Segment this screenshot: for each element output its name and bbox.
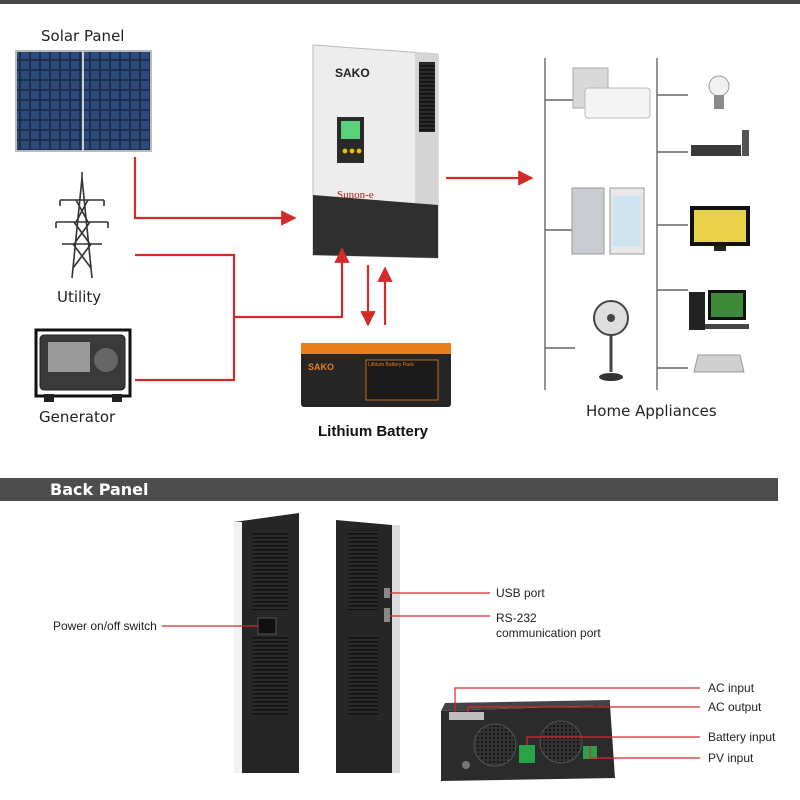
fan-icon [593,300,629,381]
generator-label: Generator [39,408,116,426]
top-divider [0,0,800,4]
light-bulb-icon [708,75,730,109]
home-appliances-label: Home Appliances [586,402,717,420]
power-switch-label: Power on/off switch [53,619,157,633]
laptop-icon [693,354,745,373]
rs232-label-line1: RS-232 [496,611,537,625]
battery-brand: SAKO [308,362,335,372]
battery-unit [301,343,451,407]
air-conditioner-icon [572,67,651,119]
battery-label: Lithium Battery [318,423,429,440]
ac-input-label: AC input [708,681,755,695]
flow-arrows [133,157,534,382]
dvd-player-icon [691,130,749,156]
battery-terminal-icon [519,745,535,763]
solar-panel-icon [15,50,152,152]
back-panel-title: Back Panel [50,480,149,499]
television-icon [690,206,750,251]
solar-panel-label: Solar Panel [41,27,125,45]
rs232-port-icon [384,608,390,622]
utility-tower-icon [55,172,109,279]
inverter-unit [312,44,439,259]
back-panel-header [0,478,778,501]
usb-port-icon [384,588,390,598]
ac-terminal-icon [449,712,484,720]
inverter-model: Sunon-e [337,189,374,201]
appliance-bracket [544,58,688,390]
inverter-bottom-view [441,700,615,781]
utility-label: Utility [57,288,102,306]
rs232-label-line2: communication port [496,626,601,640]
ac-output-label: AC output [708,700,762,714]
callout-lines [162,592,700,759]
battery-input-label: Battery input [708,730,776,744]
battery-panel-text: Lithium Battery Pack [368,362,414,368]
usb-port-label: USB port [496,586,545,600]
desktop-computer-icon [689,290,749,330]
inverter-brand: SAKO [335,66,370,80]
inverter-side-right [336,520,400,773]
inverter-side-left [234,513,299,773]
generator-icon [34,328,132,402]
refrigerator-icon [571,187,645,255]
power-switch-icon [257,617,277,635]
pv-input-label: PV input [708,751,754,765]
